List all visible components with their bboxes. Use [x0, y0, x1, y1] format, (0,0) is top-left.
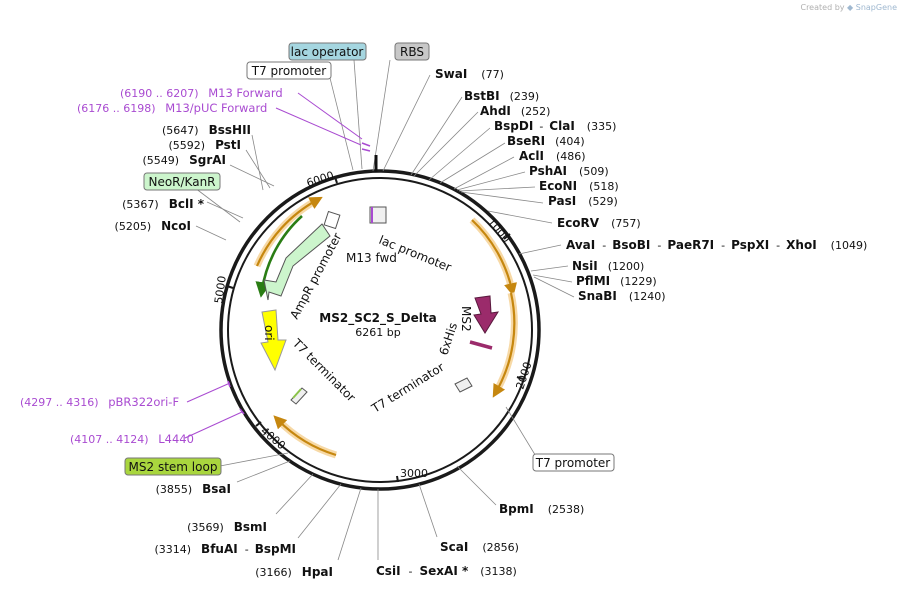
feature-label-ms2-stem-loop: MS2 stem loop	[129, 460, 218, 474]
primer-m13-forward-range: (6190 .. 6207)	[120, 87, 199, 100]
enzyme-sgrai[interactable]: (5549)SgrAI	[143, 153, 226, 167]
enzyme-snabi[interactable]: SnaBI(1240)	[578, 289, 665, 303]
ampr-promoter-shape	[263, 223, 331, 301]
his-tag-marker	[469, 340, 493, 350]
enzyme-bpmi[interactable]: BpmI(2538)	[499, 502, 584, 516]
enzyme-csii-sexai[interactable]: CsiI-SexAI *(3138)	[376, 564, 517, 578]
backbone-outer-ring	[219, 169, 541, 491]
tick-marks	[226, 176, 524, 483]
t7-terminator-right-shape	[454, 377, 473, 393]
t7-terminator-right-label: T7 terminator	[368, 360, 446, 416]
enzyme-nsii[interactable]: NsiI(1200)	[572, 259, 644, 273]
primer-l4440-name: L4440	[158, 432, 194, 446]
feature-label-rbs: RBS	[400, 45, 424, 59]
primer-l4440[interactable]: (4107 .. 4124) L4440	[70, 432, 194, 446]
his-label: 6xHis	[437, 321, 461, 357]
plasmid-length: 6261 bp	[355, 326, 400, 339]
enzyme-hpai[interactable]: (3166)HpaI	[255, 565, 333, 579]
primer-leader-lines	[184, 92, 363, 439]
plasmid-name: MS2_SC2_S_Delta	[319, 311, 436, 326]
enzyme-bfuai-bspmi[interactable]: (3314)BfuAI-BspMI	[154, 542, 296, 556]
watermark-brand: SnapGene	[855, 3, 897, 12]
m13-fwd-shape	[323, 210, 341, 230]
primer-m13-puc-forward[interactable]: (6176 .. 6198) M13/pUC Forward	[77, 101, 267, 115]
primer-markers	[227, 142, 371, 415]
feature-label-neor-kanr: NeoR/KanR	[148, 175, 215, 189]
ori-label: ori	[262, 325, 276, 341]
ori-shape	[260, 309, 287, 372]
primer-m13-forward-name: M13 Forward	[208, 86, 282, 100]
tick-label-5000: 5000	[212, 275, 229, 305]
enzyme-econi[interactable]: EcoNI(518)	[539, 179, 619, 193]
feature-label-t7-promoter-right: T7 promoter	[535, 456, 611, 470]
enzyme-bsai[interactable]: (3855)BsaI	[156, 482, 231, 496]
watermark-prefix: Created by	[800, 3, 845, 12]
enzyme-bcli[interactable]: (5367)BclI *	[122, 197, 205, 211]
enzyme-bstbi[interactable]: BstBI(239)	[464, 89, 539, 103]
backbone-inner-ring	[227, 177, 533, 483]
feature-box-t7-promoter-top[interactable]: T7 promoter	[246, 61, 332, 80]
enzyme-bsmi[interactable]: (3569)BsmI	[187, 520, 267, 534]
feature-box-rbs[interactable]: RBS	[394, 42, 430, 61]
primer-l4440-range: (4107 .. 4124)	[70, 433, 149, 446]
primer-m13-puc-forward-name: M13/pUC Forward	[165, 101, 267, 115]
feature-box-t7-promoter-right[interactable]: T7 promoter	[532, 453, 615, 472]
snapgene-logo-icon: ◆	[847, 3, 854, 12]
feature-box-neor-kanr[interactable]: NeoR/KanR	[143, 172, 221, 191]
enzyme-scai[interactable]: ScaI(2856)	[440, 540, 519, 554]
ms2-label: MS2	[459, 306, 473, 332]
enzyme-pflmi[interactable]: PflMI(1229)	[576, 274, 657, 288]
t7-terminator-left-marker	[292, 388, 302, 399]
enzyme-ncoi[interactable]: (5205)NcoI	[115, 219, 191, 233]
orf-arcs	[253, 196, 518, 459]
lac-promoter-shape	[369, 206, 387, 224]
snapgene-watermark: Created by ◆ SnapGene	[800, 3, 897, 12]
enzyme-pshai[interactable]: PshAI(509)	[529, 164, 609, 178]
enzyme-swai[interactable]: SwaI(77)	[435, 67, 504, 81]
enzyme-ecorv[interactable]: EcoRV(757)	[557, 216, 641, 230]
primer-pbr322ori-f-range: (4297 .. 4316)	[20, 396, 99, 409]
primer-m13-puc-forward-range: (6176 .. 6198)	[77, 102, 156, 115]
enzyme-bspdi-clai[interactable]: BspDI-ClaI(335)	[494, 119, 616, 133]
primer-pbr322ori-f-name: pBR322ori-F	[108, 395, 179, 409]
feature-box-ms2-stem-loop[interactable]: MS2 stem loop	[124, 457, 222, 476]
primer-pbr322ori-f[interactable]: (4297 .. 4316) pBR322ori-F	[20, 395, 179, 409]
neor-kanr-arc	[255, 215, 303, 298]
m13-fwd-label: M13 fwd	[346, 251, 397, 265]
feature-label-t7-promoter-top: T7 promoter	[251, 64, 327, 78]
primer-m13-forward[interactable]: (6190 .. 6207) M13 Forward	[120, 86, 283, 100]
feature-box-lac-operator[interactable]: lac operator	[288, 42, 367, 61]
enzyme-pasi[interactable]: PasI(529)	[548, 194, 618, 208]
enzyme-ahdi[interactable]: AhdI(252)	[480, 104, 550, 118]
enzyme-bsshii[interactable]: (5647)BssHII	[162, 123, 251, 137]
tick-label-3000: 3000	[400, 467, 428, 480]
ms2-arrow	[473, 295, 499, 334]
enzyme-acli[interactable]: AclI(486)	[519, 149, 586, 163]
enzyme-beri[interactable]: BseRI(404)	[507, 134, 585, 148]
enzyme-avai-group[interactable]: AvaI-BsoBI-PaeR7I-PspXI-XhoI(1049)	[566, 238, 867, 252]
enzyme-psti[interactable]: (5592)PstI	[168, 138, 241, 152]
feature-label-lac-operator: lac operator	[291, 45, 364, 59]
